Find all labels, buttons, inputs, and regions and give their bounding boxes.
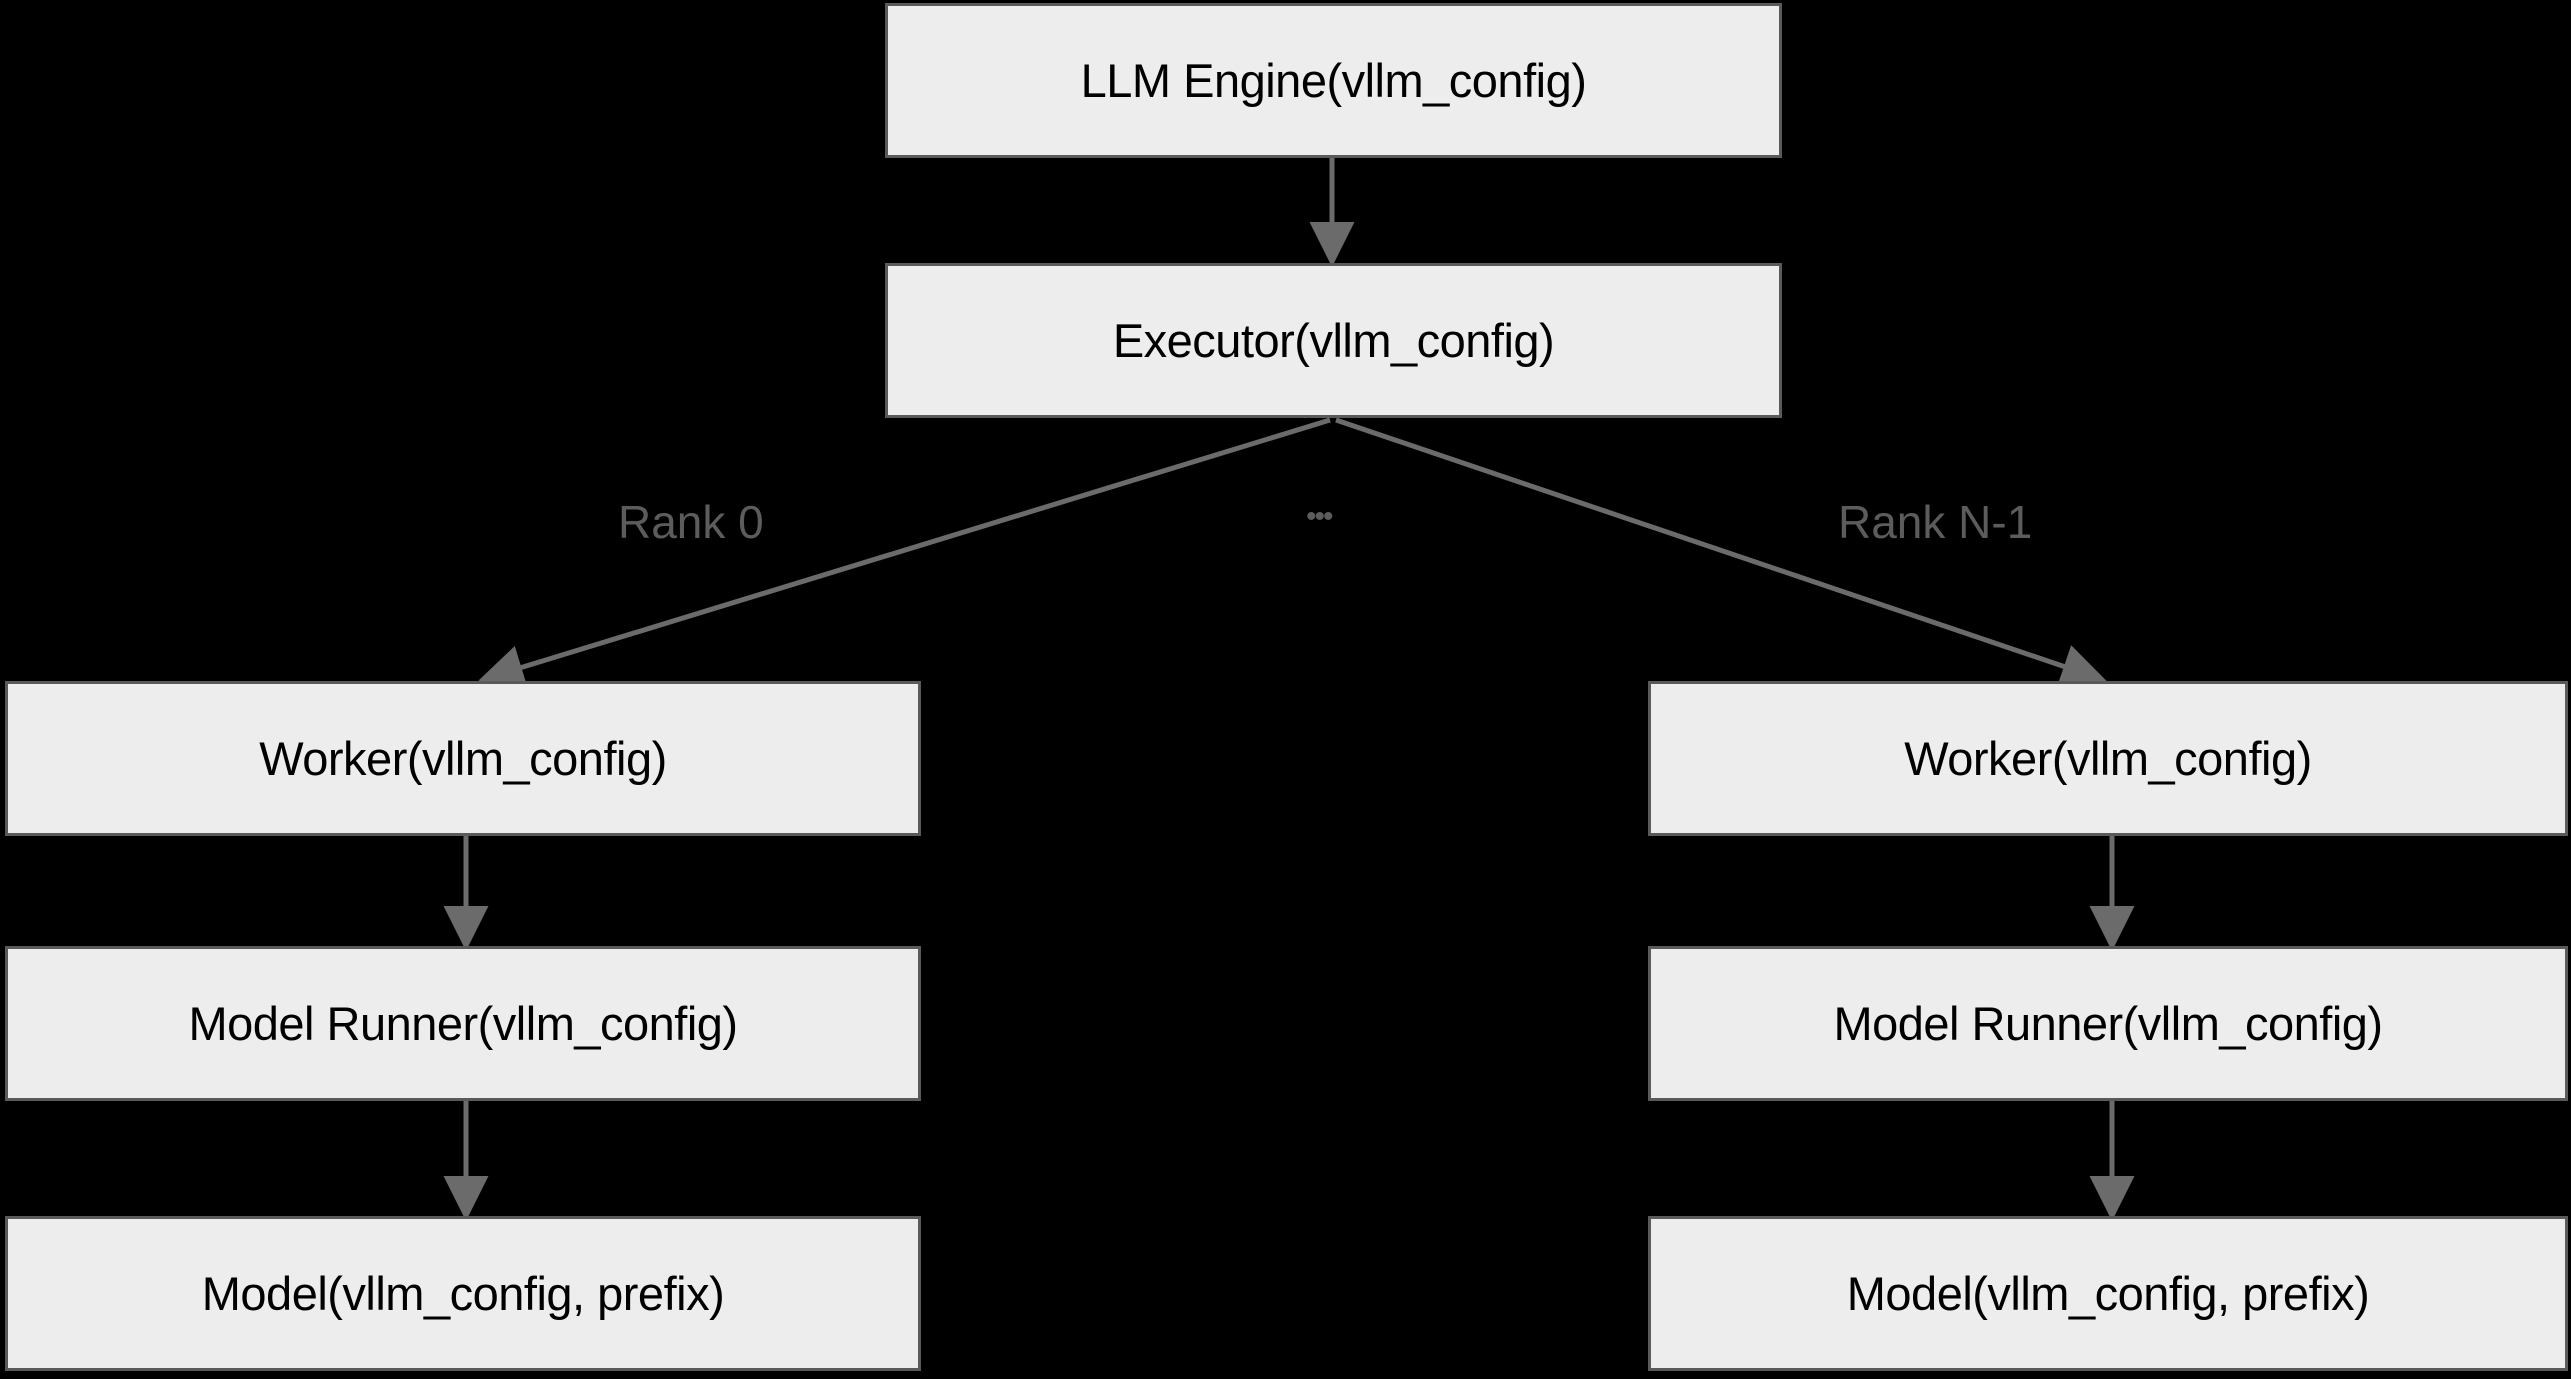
edge-label-ellipsis: •••: [1306, 500, 1333, 533]
node-model-runner-rankn[interactable]: Model Runner(vllm_config): [1648, 946, 2568, 1101]
node-model-rankn-label: Model(vllm_config, prefix): [1846, 1267, 2370, 1320]
node-model-rank0-label: Model(vllm_config, prefix): [201, 1267, 725, 1320]
node-worker-rankn[interactable]: Worker(vllm_config): [1648, 681, 2568, 836]
edge-label-rank0: Rank 0: [618, 496, 764, 548]
node-llm-engine-label: LLM Engine(vllm_config): [1080, 54, 1587, 107]
node-executor-label: Executor(vllm_config): [1112, 314, 1555, 367]
node-worker-rank0[interactable]: Worker(vllm_config): [5, 681, 921, 836]
node-worker-rank0-label: Worker(vllm_config): [259, 732, 667, 785]
node-model-runner-rank0-label: Model Runner(vllm_config): [188, 997, 738, 1050]
node-model-runner-rank0[interactable]: Model Runner(vllm_config): [5, 946, 921, 1101]
node-worker-rankn-label: Worker(vllm_config): [1904, 732, 2312, 785]
node-model-rankn[interactable]: Model(vllm_config, prefix): [1648, 1216, 2568, 1371]
node-model-runner-rankn-label: Model Runner(vllm_config): [1833, 997, 2383, 1050]
node-model-rank0[interactable]: Model(vllm_config, prefix): [5, 1216, 921, 1371]
node-llm-engine[interactable]: LLM Engine(vllm_config): [885, 3, 1782, 158]
edge-executor-to-worker-rankn: [1335, 417, 2107, 688]
node-executor[interactable]: Executor(vllm_config): [885, 263, 1782, 418]
edge-executor-to-worker-rank0: [478, 417, 1331, 689]
edge-label-rank-n-minus-1: Rank N-1: [1838, 496, 2033, 548]
